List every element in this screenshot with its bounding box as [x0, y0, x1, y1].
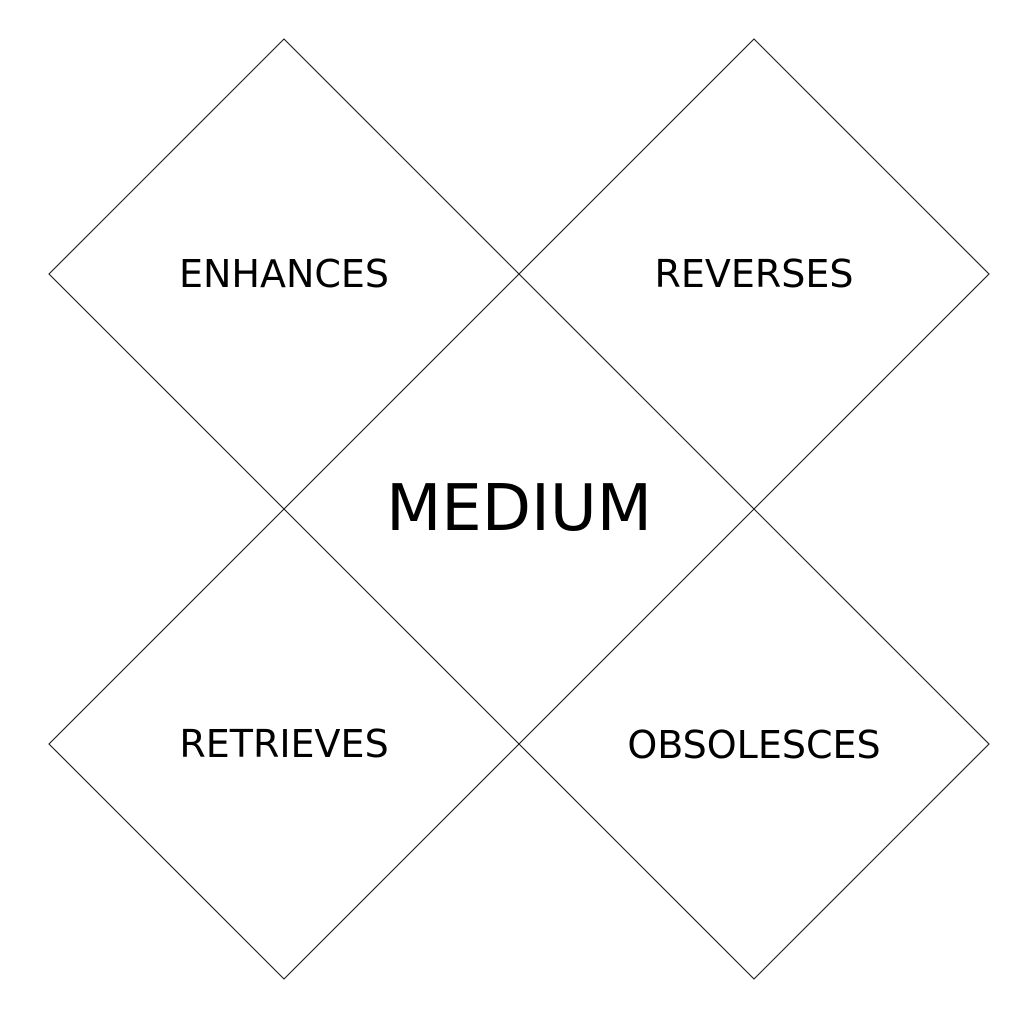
quadrant-shape-bottom-right	[518, 508, 990, 980]
quadrant-label-obsolesces: OBSOLESCES	[627, 723, 881, 767]
center-label-medium: MEDIUM	[386, 472, 652, 546]
quadrant-label-retrieves: RETRIEVES	[179, 722, 389, 766]
quadrant-label-enhances: ENHANCES	[178, 252, 390, 296]
quadrant-label-reverses: REVERSES	[654, 252, 854, 296]
quadrant-shape-bottom-left	[48, 508, 520, 980]
